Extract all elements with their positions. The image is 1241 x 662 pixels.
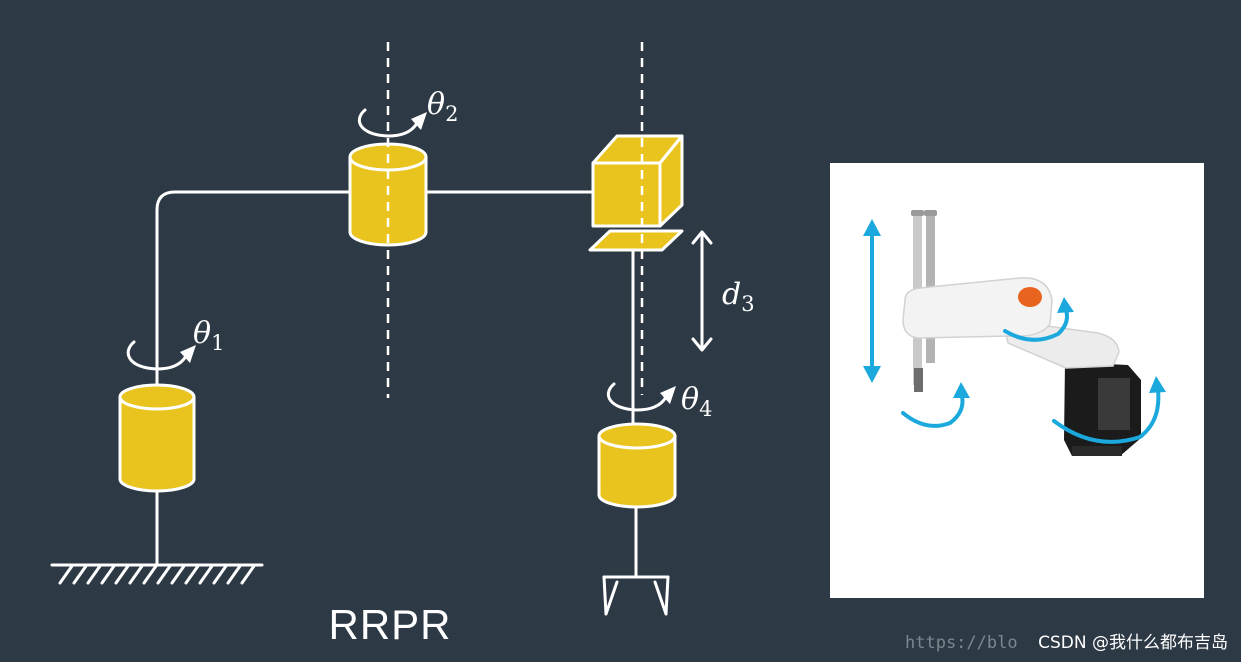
cube-front [591,161,662,228]
rotation-arrow-theta2 [358,108,427,138]
rotation-arrow-theta4 [607,382,676,412]
joint-4-cylinder [597,422,677,509]
watermark-credit: CSDN @我什么都布吉岛 [1038,633,1228,653]
joint-2-body [348,155,428,247]
rotation-arrow-base [1052,376,1166,444]
watermark: https://blo CSDN @我什么都布吉岛 [905,633,1228,653]
label-theta1: θ1 [193,316,224,355]
watermark-url: https://blo [905,633,1018,653]
link-1 [155,190,354,387]
rotation-arrow-lower-left [901,382,970,428]
cube-side [658,134,684,228]
rotation-arrow-theta1 [126,340,196,371]
label-theta4: θ4 [681,382,712,421]
rotation-arrow-elbow [1003,297,1074,342]
joint-3-cube [588,134,684,252]
joint-1-top [118,383,196,411]
translation-arrow-d3 [691,230,713,352]
gripper-icon [602,506,670,616]
ground-hatching [58,564,256,585]
label-d3: d3 [722,277,755,316]
diagram-title: RRPR [328,601,451,648]
robot-photo [830,163,1204,598]
joint-1-cylinder [118,383,196,493]
cube-plate [588,229,684,252]
joint-1-body [118,395,196,493]
robot-arm-link-1 [902,277,1053,339]
robot-base [1064,362,1141,456]
joint-4-body [597,434,677,509]
ground [50,489,264,585]
robot-accent-logo [1018,287,1042,307]
photo-frame [830,163,1204,598]
label-theta2: θ2 [427,87,458,126]
vertical-motion-arrow [863,219,881,383]
joint-4-top [597,422,677,450]
